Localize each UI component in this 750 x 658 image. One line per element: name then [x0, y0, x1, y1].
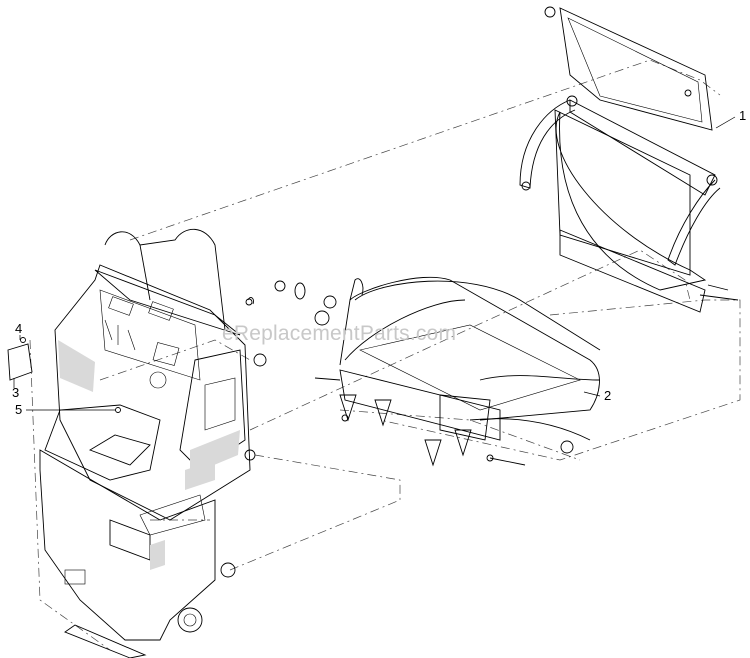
callout-1: 1 [739, 108, 747, 123]
callout-4: 4 [15, 321, 23, 336]
callout-3: 3 [12, 385, 20, 400]
leader-lines [13, 116, 736, 411]
phantom-assembly-lines [29, 59, 741, 651]
console-frame [7, 228, 256, 658]
part-2-seat-frame [253, 276, 601, 467]
callout-2: 2 [604, 388, 612, 403]
part-1-seat-back-assembly [519, 6, 739, 313]
watermark-text: eReplacementParts.com [222, 322, 457, 345]
callout-5: 5 [15, 402, 23, 417]
